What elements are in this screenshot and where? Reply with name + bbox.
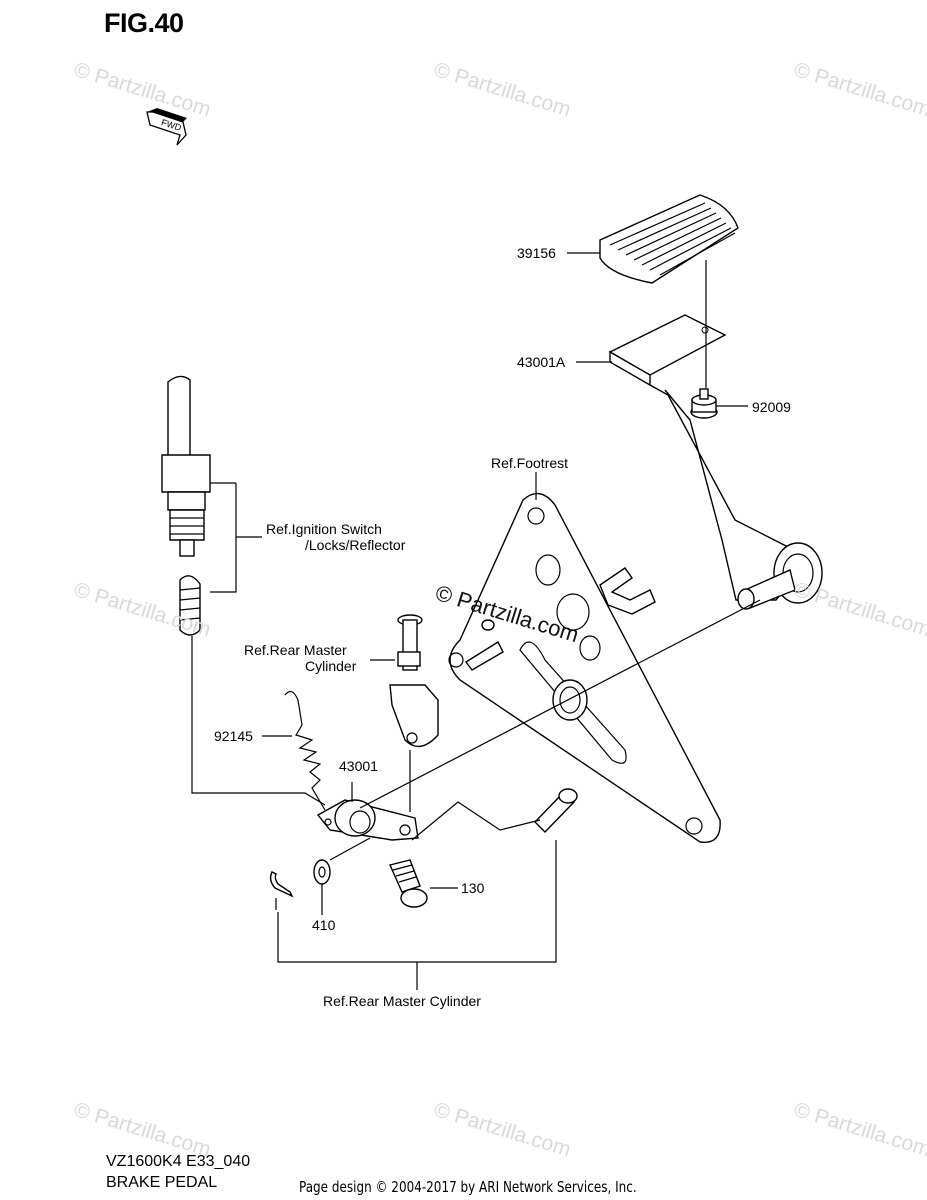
ref-footrest-label[interactable]: Ref.Footrest xyxy=(491,455,569,471)
clevis-pin xyxy=(411,788,578,841)
spring-92145 xyxy=(262,690,326,811)
part-92009-label[interactable]: 92009 xyxy=(752,399,791,415)
footrest-bracket xyxy=(448,492,721,844)
model-code: VZ1600K4 E33_040 xyxy=(106,1153,251,1170)
part-39156-label[interactable]: 39156 xyxy=(517,245,556,261)
page-design-credit: Page design © 2004-2017 by ARI Network S… xyxy=(299,1178,637,1196)
stop-switch-assembly xyxy=(161,375,326,806)
fwd-arrow-icon xyxy=(146,108,187,146)
brake-pedal-rubber xyxy=(599,194,739,284)
brake-pivot-43001 xyxy=(316,599,761,861)
ref-rear-master-cylinder-label[interactable]: Cylinder xyxy=(305,658,357,674)
part-130-label[interactable]: 130 xyxy=(461,880,485,896)
ref-rear-master-label[interactable]: Ref.Rear Master xyxy=(244,642,347,658)
washer-410 xyxy=(313,859,331,915)
bottom-bracket xyxy=(277,840,557,990)
part-410-label[interactable]: 410 xyxy=(312,917,336,933)
part-43001a-label[interactable]: 43001A xyxy=(517,354,566,370)
section-name: BRAKE PEDAL xyxy=(106,1174,218,1191)
cotter-pin xyxy=(269,871,294,910)
ref-ignition-switch-label[interactable]: Ref.Ignition Switch xyxy=(266,521,382,537)
part-92145-label[interactable]: 92145 xyxy=(214,728,253,744)
ref-rear-master-bottom-label[interactable]: Ref.Rear Master Cylinder xyxy=(323,993,481,1009)
bolt-130 xyxy=(389,859,458,908)
part-43001-label[interactable]: 43001 xyxy=(339,758,378,774)
master-cylinder-rod xyxy=(370,614,439,812)
figure-title: FIG.40 xyxy=(104,8,184,38)
brake-pedal-arm xyxy=(608,314,823,610)
ref-ignition-locks-label[interactable]: /Locks/Reflector xyxy=(305,537,406,553)
